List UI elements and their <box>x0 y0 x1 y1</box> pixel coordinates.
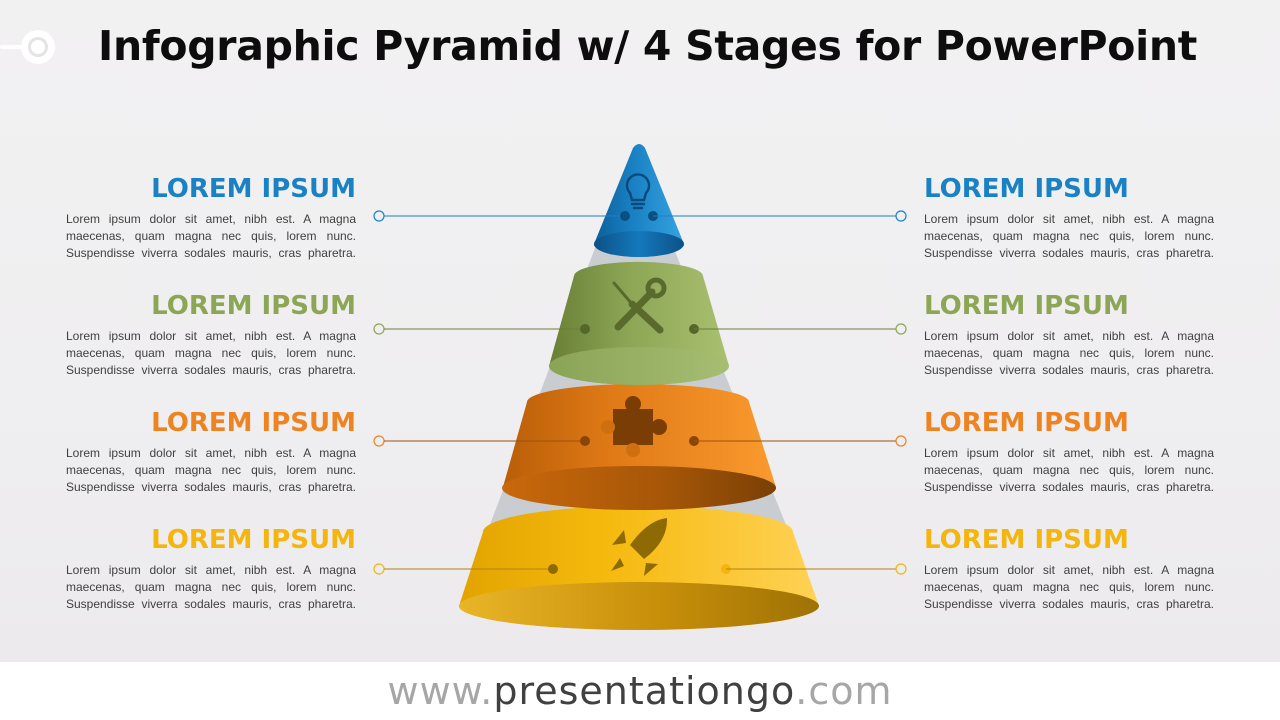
stage-3-left-heading: LOREM IPSUM <box>151 408 356 438</box>
stage-2-right-heading: LOREM IPSUM <box>924 291 1129 321</box>
lightbulb-icon <box>625 173 651 210</box>
stage-4-right-body: Lorem ipsum dolor sit amet, nibh est. A … <box>924 563 1214 611</box>
stage-3-left-body: Lorem ipsum dolor sit amet, nibh est. A … <box>66 446 356 494</box>
pyramid-diagram <box>373 144 907 630</box>
stage-4-left-heading: LOREM IPSUM <box>151 525 356 555</box>
stage-1-left-body: Lorem ipsum dolor sit amet, nibh est. A … <box>66 212 356 260</box>
page-title: Infographic Pyramid w/ 4 Stages for Powe… <box>98 22 1198 70</box>
stage-1-left-heading: LOREM IPSUM <box>151 174 356 204</box>
stage-2-left-block: LOREM IPSUM Lorem ipsum dolor sit amet, … <box>66 291 356 379</box>
stage-3-right-heading: LOREM IPSUM <box>924 408 1129 438</box>
stage-1-right-block: LOREM IPSUM Lorem ipsum dolor sit amet, … <box>924 174 1214 262</box>
stage-4-right-block: LOREM IPSUM Lorem ipsum dolor sit amet, … <box>924 525 1214 613</box>
stage-2-left-heading: LOREM IPSUM <box>151 291 356 321</box>
stage-2-right-body: Lorem ipsum dolor sit amet, nibh est. A … <box>924 329 1214 377</box>
stage-3-left-block: LOREM IPSUM Lorem ipsum dolor sit amet, … <box>66 408 356 496</box>
stage-2-left-body: Lorem ipsum dolor sit amet, nibh est. A … <box>66 329 356 377</box>
stage-1-right-body: Lorem ipsum dolor sit amet, nibh est. A … <box>924 212 1214 260</box>
stage-2-band <box>549 261 729 385</box>
stage-4-band <box>459 506 819 630</box>
tools-icon <box>612 277 667 334</box>
footer-prefix: www. <box>387 669 494 713</box>
connector-right-2 <box>689 323 907 335</box>
stage-3-right-block: LOREM IPSUM Lorem ipsum dolor sit amet, … <box>924 408 1214 496</box>
connector-left-1 <box>373 210 630 222</box>
stage-4-right-heading: LOREM IPSUM <box>924 525 1129 555</box>
footer-domain: presentationgo <box>493 669 796 713</box>
stage-4-left-body: Lorem ipsum dolor sit amet, nibh est. A … <box>66 563 356 611</box>
connector-right-4 <box>721 563 907 575</box>
connector-left-2 <box>373 323 590 335</box>
stage-2-right-block: LOREM IPSUM Lorem ipsum dolor sit amet, … <box>924 291 1214 379</box>
connector-right-3 <box>689 435 907 447</box>
connector-left-3 <box>373 435 590 447</box>
stage-1-left-block: LOREM IPSUM Lorem ipsum dolor sit amet, … <box>66 174 356 262</box>
footer-website-link[interactable]: www.presentationgo.com <box>0 662 1280 720</box>
stage-4-left-block: LOREM IPSUM Lorem ipsum dolor sit amet, … <box>66 525 356 613</box>
connector-right-1 <box>648 210 907 222</box>
puzzle-piece-icon <box>601 396 667 457</box>
stage-1-right-heading: LOREM IPSUM <box>924 174 1129 204</box>
footer-suffix: .com <box>795 669 893 713</box>
presentationgo-logo-icon <box>0 30 55 64</box>
connector-left-4 <box>373 563 558 575</box>
rocket-icon <box>611 518 668 576</box>
stage-3-right-body: Lorem ipsum dolor sit amet, nibh est. A … <box>924 446 1214 494</box>
stage-3-band <box>502 384 776 510</box>
